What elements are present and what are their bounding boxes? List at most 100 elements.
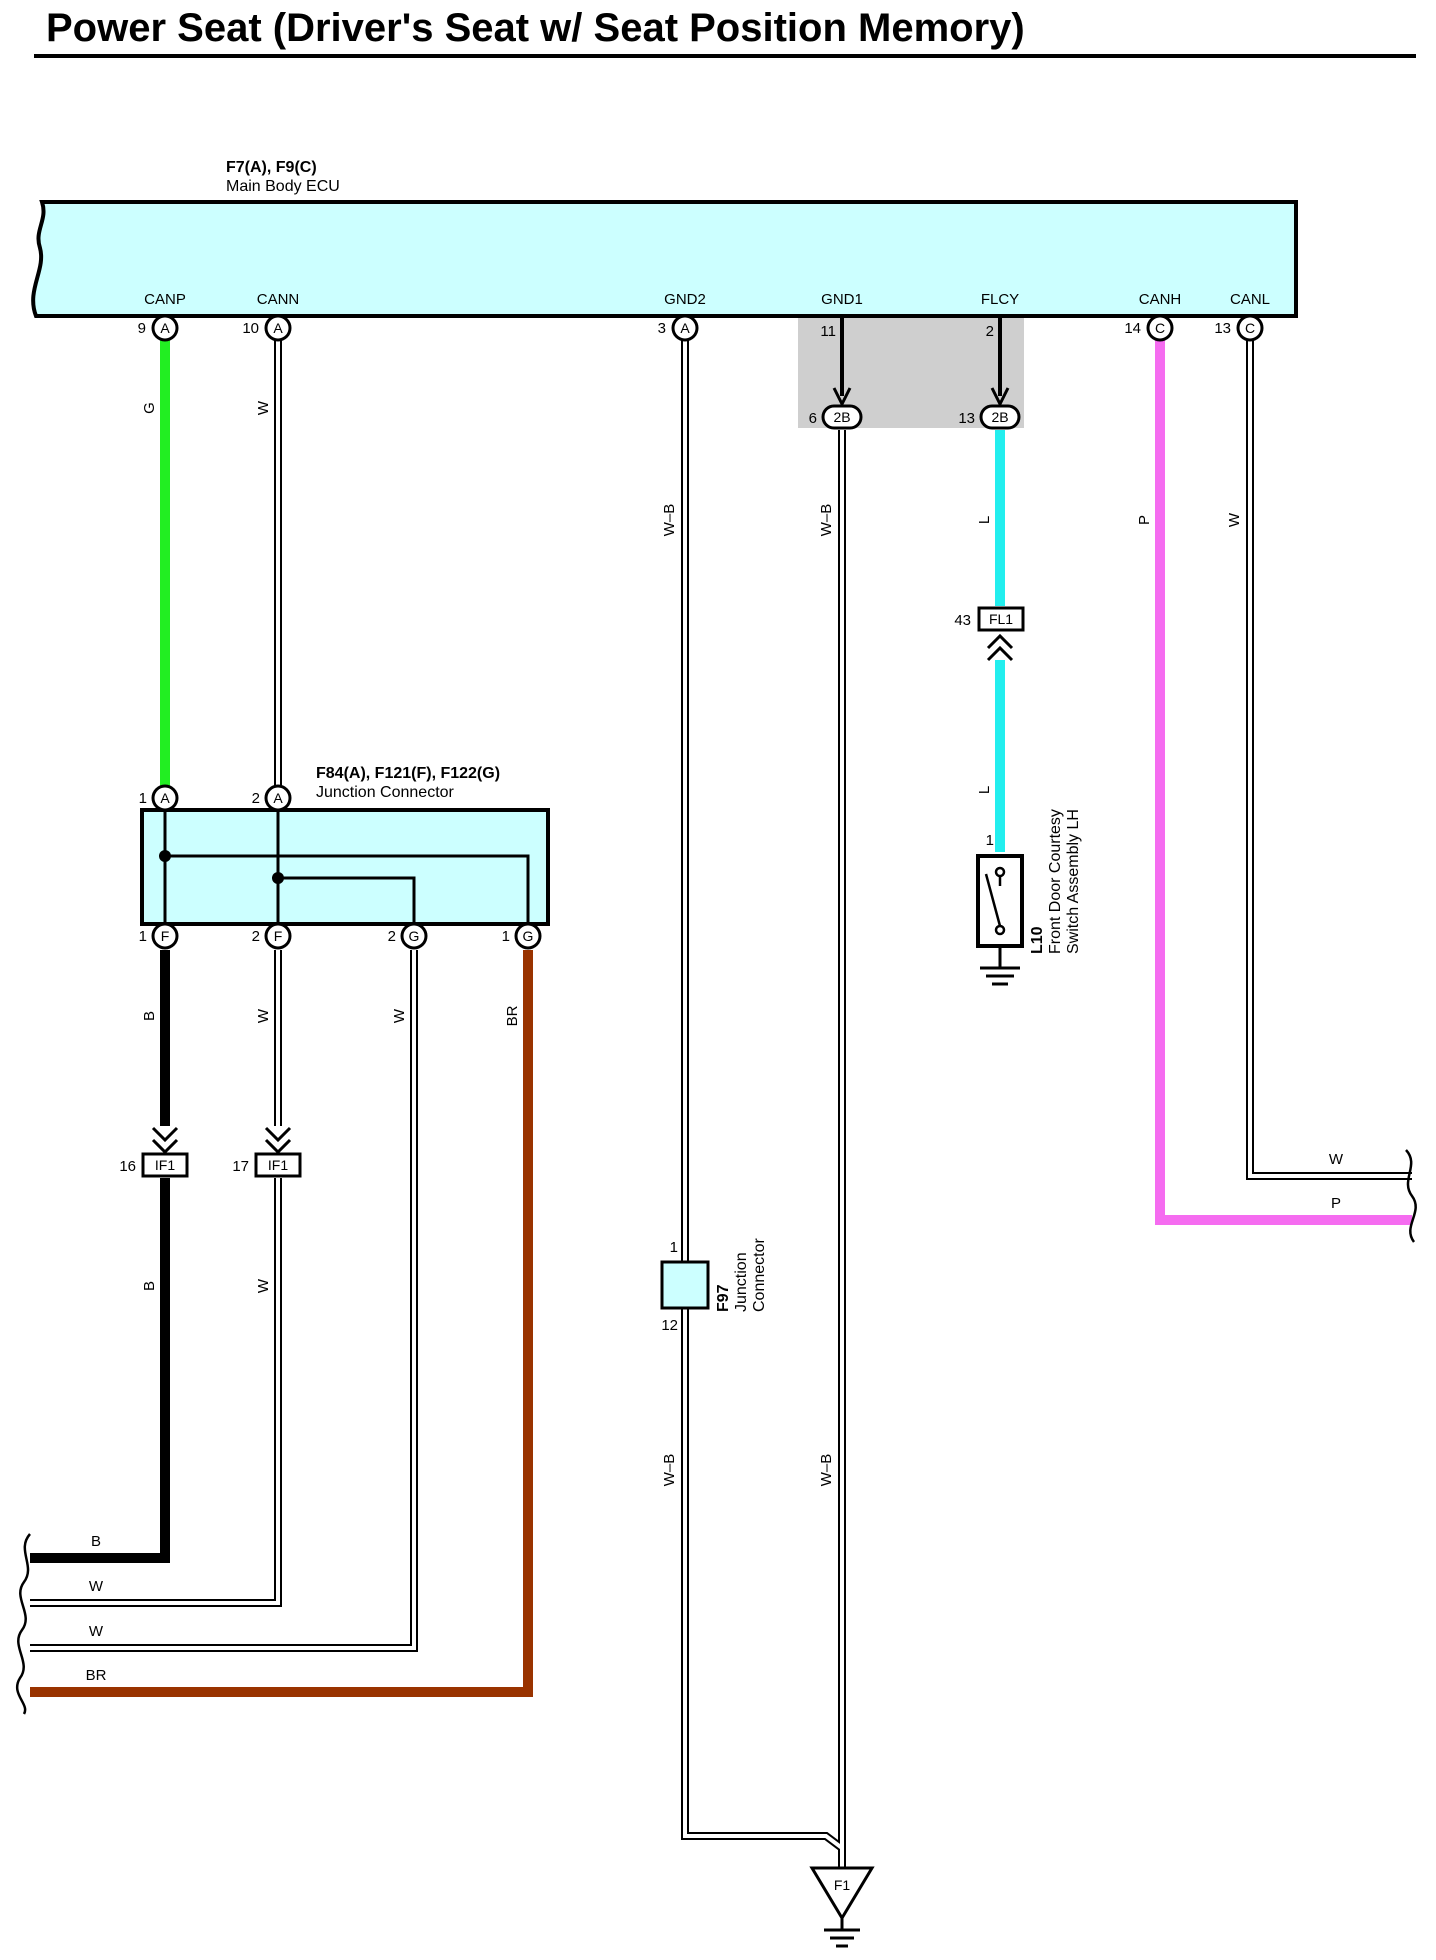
svg-text:G: G: [523, 928, 534, 944]
wire-gnd2: [681, 340, 845, 1852]
jc-bus-canp-g: [165, 854, 530, 924]
svg-text:A: A: [273, 320, 283, 336]
wire-canh: [1155, 340, 1412, 1225]
jc-id: F84(A), F121(F), F122(G): [316, 765, 500, 782]
svg-text:Connector: Connector: [751, 1238, 768, 1312]
signal-canh: CANH: [1139, 291, 1182, 308]
svg-text:IF1: IF1: [268, 1157, 288, 1173]
wire-canl: [1246, 340, 1412, 1180]
wire-label-canh: P: [1136, 515, 1153, 525]
connector-if1-17: IF1 17: [232, 1126, 302, 1178]
wire-label-canp: G: [141, 402, 158, 414]
ecu-pin-cann: A 10: [242, 314, 292, 342]
jc-junction-dot-2: [272, 872, 284, 884]
exit-label-left-w1: W: [89, 1578, 104, 1595]
svg-text:P: P: [1136, 515, 1153, 525]
connector-f97-label: F97 Junction Connector: [715, 1238, 768, 1312]
page-title: Power Seat (Driver's Seat w/ Seat Positi…: [46, 6, 1025, 50]
svg-text:1: 1: [670, 1239, 678, 1256]
svg-text:G: G: [141, 402, 158, 414]
ecu-box: [31, 200, 1298, 318]
wire-label-w1: W: [255, 1008, 272, 1023]
svg-text:BR: BR: [504, 1005, 521, 1026]
wire-label-br: BR: [504, 1005, 521, 1026]
svg-text:W: W: [255, 1008, 272, 1023]
svg-text:2: 2: [388, 928, 396, 945]
svg-text:IF1: IF1: [155, 1157, 175, 1173]
wire-w1-lower: [30, 1178, 282, 1607]
exit-label-left-br: BR: [86, 1667, 107, 1684]
ecu-pin-canl: C 13: [1214, 314, 1264, 342]
wire-w2: [30, 950, 418, 1652]
wire-label-w1b: W: [255, 1278, 272, 1293]
svg-text:Front Door Courtesy: Front Door Courtesy: [1047, 809, 1064, 954]
connector-f97: 1 12: [660, 1239, 710, 1334]
svg-text:Junction: Junction: [733, 1252, 750, 1312]
svg-text:43: 43: [954, 612, 971, 629]
switch-l10-label: L10 Front Door Courtesy Switch Assembly …: [1029, 809, 1082, 954]
svg-text:2: 2: [252, 790, 260, 807]
svg-text:1: 1: [139, 928, 147, 945]
wire-label-gnd1-lower: W–B: [818, 1454, 835, 1487]
signal-gnd2: GND2: [664, 291, 706, 308]
connector-2b-gnd1: 2B 6: [809, 387, 863, 430]
jc-box: [140, 808, 550, 926]
connector-fl1: FL1 43: [954, 606, 1025, 662]
svg-text:13: 13: [1214, 320, 1231, 337]
ecu-pin-gnd2: A 3: [658, 314, 699, 342]
svg-text:12: 12: [661, 1317, 678, 1334]
exit-label-left-w2: W: [89, 1623, 104, 1640]
ecu-pin-canh: C 14: [1124, 314, 1174, 342]
svg-text:2B: 2B: [833, 409, 850, 425]
jc-bus-cann-g: [278, 876, 416, 924]
svg-text:A: A: [160, 790, 170, 806]
jc-name: Junction Connector: [316, 784, 455, 801]
jc-pin-1g: G 1: [502, 922, 542, 950]
wire-label-b1: B: [141, 1011, 158, 1021]
jc-pin-2g: G 2: [388, 922, 428, 950]
wire-label-canl: W: [1226, 512, 1243, 527]
wire-label-b2: B: [141, 1281, 158, 1291]
jc-pin-2f: F 2: [252, 922, 292, 950]
signal-gnd1: GND1: [821, 291, 863, 308]
svg-text:9: 9: [138, 320, 146, 337]
wire-label-gnd1-upper: W–B: [818, 504, 835, 537]
svg-text:F: F: [274, 928, 283, 944]
svg-text:L: L: [976, 786, 993, 794]
wire-label-w2: W: [391, 1008, 408, 1023]
svg-text:F97: F97: [715, 1284, 732, 1312]
ecu-pin-flcy-number: 2: [986, 323, 994, 340]
svg-text:2B: 2B: [991, 409, 1008, 425]
wire-label-flcy-upper: L: [976, 516, 993, 524]
svg-text:F1: F1: [834, 1877, 851, 1893]
signal-canp: CANP: [144, 291, 186, 308]
svg-text:C: C: [1245, 320, 1255, 336]
signal-canl: CANL: [1230, 291, 1270, 308]
svg-text:W: W: [255, 400, 272, 415]
ground-f1: F1: [809, 1866, 875, 1948]
jc-pin-1a: A 1: [139, 784, 179, 812]
white-wires: [30, 340, 1412, 1870]
svg-text:C: C: [1155, 320, 1165, 336]
svg-text:G: G: [409, 928, 420, 944]
svg-text:W–B: W–B: [661, 1454, 678, 1487]
connector-if1-16: IF1 16: [119, 1126, 189, 1178]
ecu-id: F7(A), F9(C): [226, 159, 317, 176]
switch-l10: 1: [976, 832, 1024, 986]
svg-text:W: W: [391, 1008, 408, 1023]
svg-text:2: 2: [252, 928, 260, 945]
wire-label-cann: W: [255, 400, 272, 415]
svg-text:FL1: FL1: [989, 611, 1013, 627]
svg-text:6: 6: [809, 410, 817, 427]
ecu-pin-gnd1-number: 11: [820, 323, 836, 340]
wire-break-right: [1405, 1149, 1417, 1243]
wire-br: [30, 950, 533, 1697]
svg-text:13: 13: [958, 410, 975, 427]
svg-text:B: B: [141, 1281, 158, 1291]
svg-text:L: L: [976, 516, 993, 524]
wire-b-lower: [30, 1178, 170, 1563]
svg-text:W–B: W–B: [818, 504, 835, 537]
svg-text:1: 1: [502, 928, 510, 945]
svg-text:W–B: W–B: [818, 1454, 835, 1487]
